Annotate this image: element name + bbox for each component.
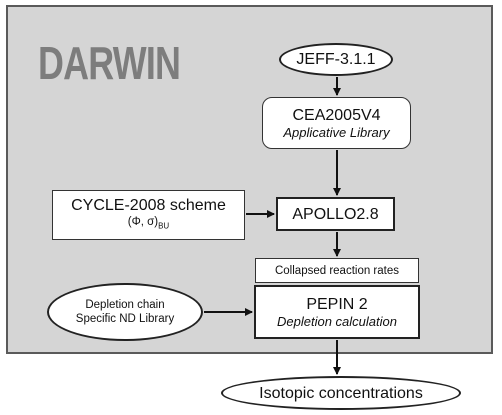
apollo-label: APOLLO2.8 [292,205,379,223]
jeff-label: JEFF-3.1.1 [296,51,376,68]
cea-subtitle: Applicative Library [283,124,390,140]
cycle-formula: (Φ, σ)BU [127,216,170,231]
pepin-title: PEPIN 2 [306,295,368,313]
pepin-subtitle: Depletion calculation [277,313,397,329]
cycle-title: CYCLE-2008 scheme [71,197,226,215]
depletion-line2: Specific ND Library [75,313,175,325]
cycle-scheme-node: CYCLE-2008 scheme (Φ, σ)BU [52,190,245,240]
depletion-chain-node: Depletion chain Specific ND Library [47,283,203,341]
collapsed-rates-node: Collapsed reaction rates [255,258,419,283]
cea-title: CEA2005V4 [292,106,381,124]
darwin-logo: DARWIN [38,37,181,89]
jeff-node: JEFF-3.1.1 [279,43,393,76]
cea-library-node: CEA2005V4 Applicative Library [262,97,411,149]
collapsed-label: Collapsed reaction rates [274,264,399,277]
isotopic-node: Isotopic concentrations [221,376,461,410]
isotopic-label: Isotopic concentrations [259,384,423,402]
apollo-node: APOLLO2.8 [276,197,395,231]
depletion-line1: Depletion chain [85,299,165,311]
cycle-formula-subscript: BU [158,221,170,231]
pepin-node: PEPIN 2 Depletion calculation [254,285,420,339]
